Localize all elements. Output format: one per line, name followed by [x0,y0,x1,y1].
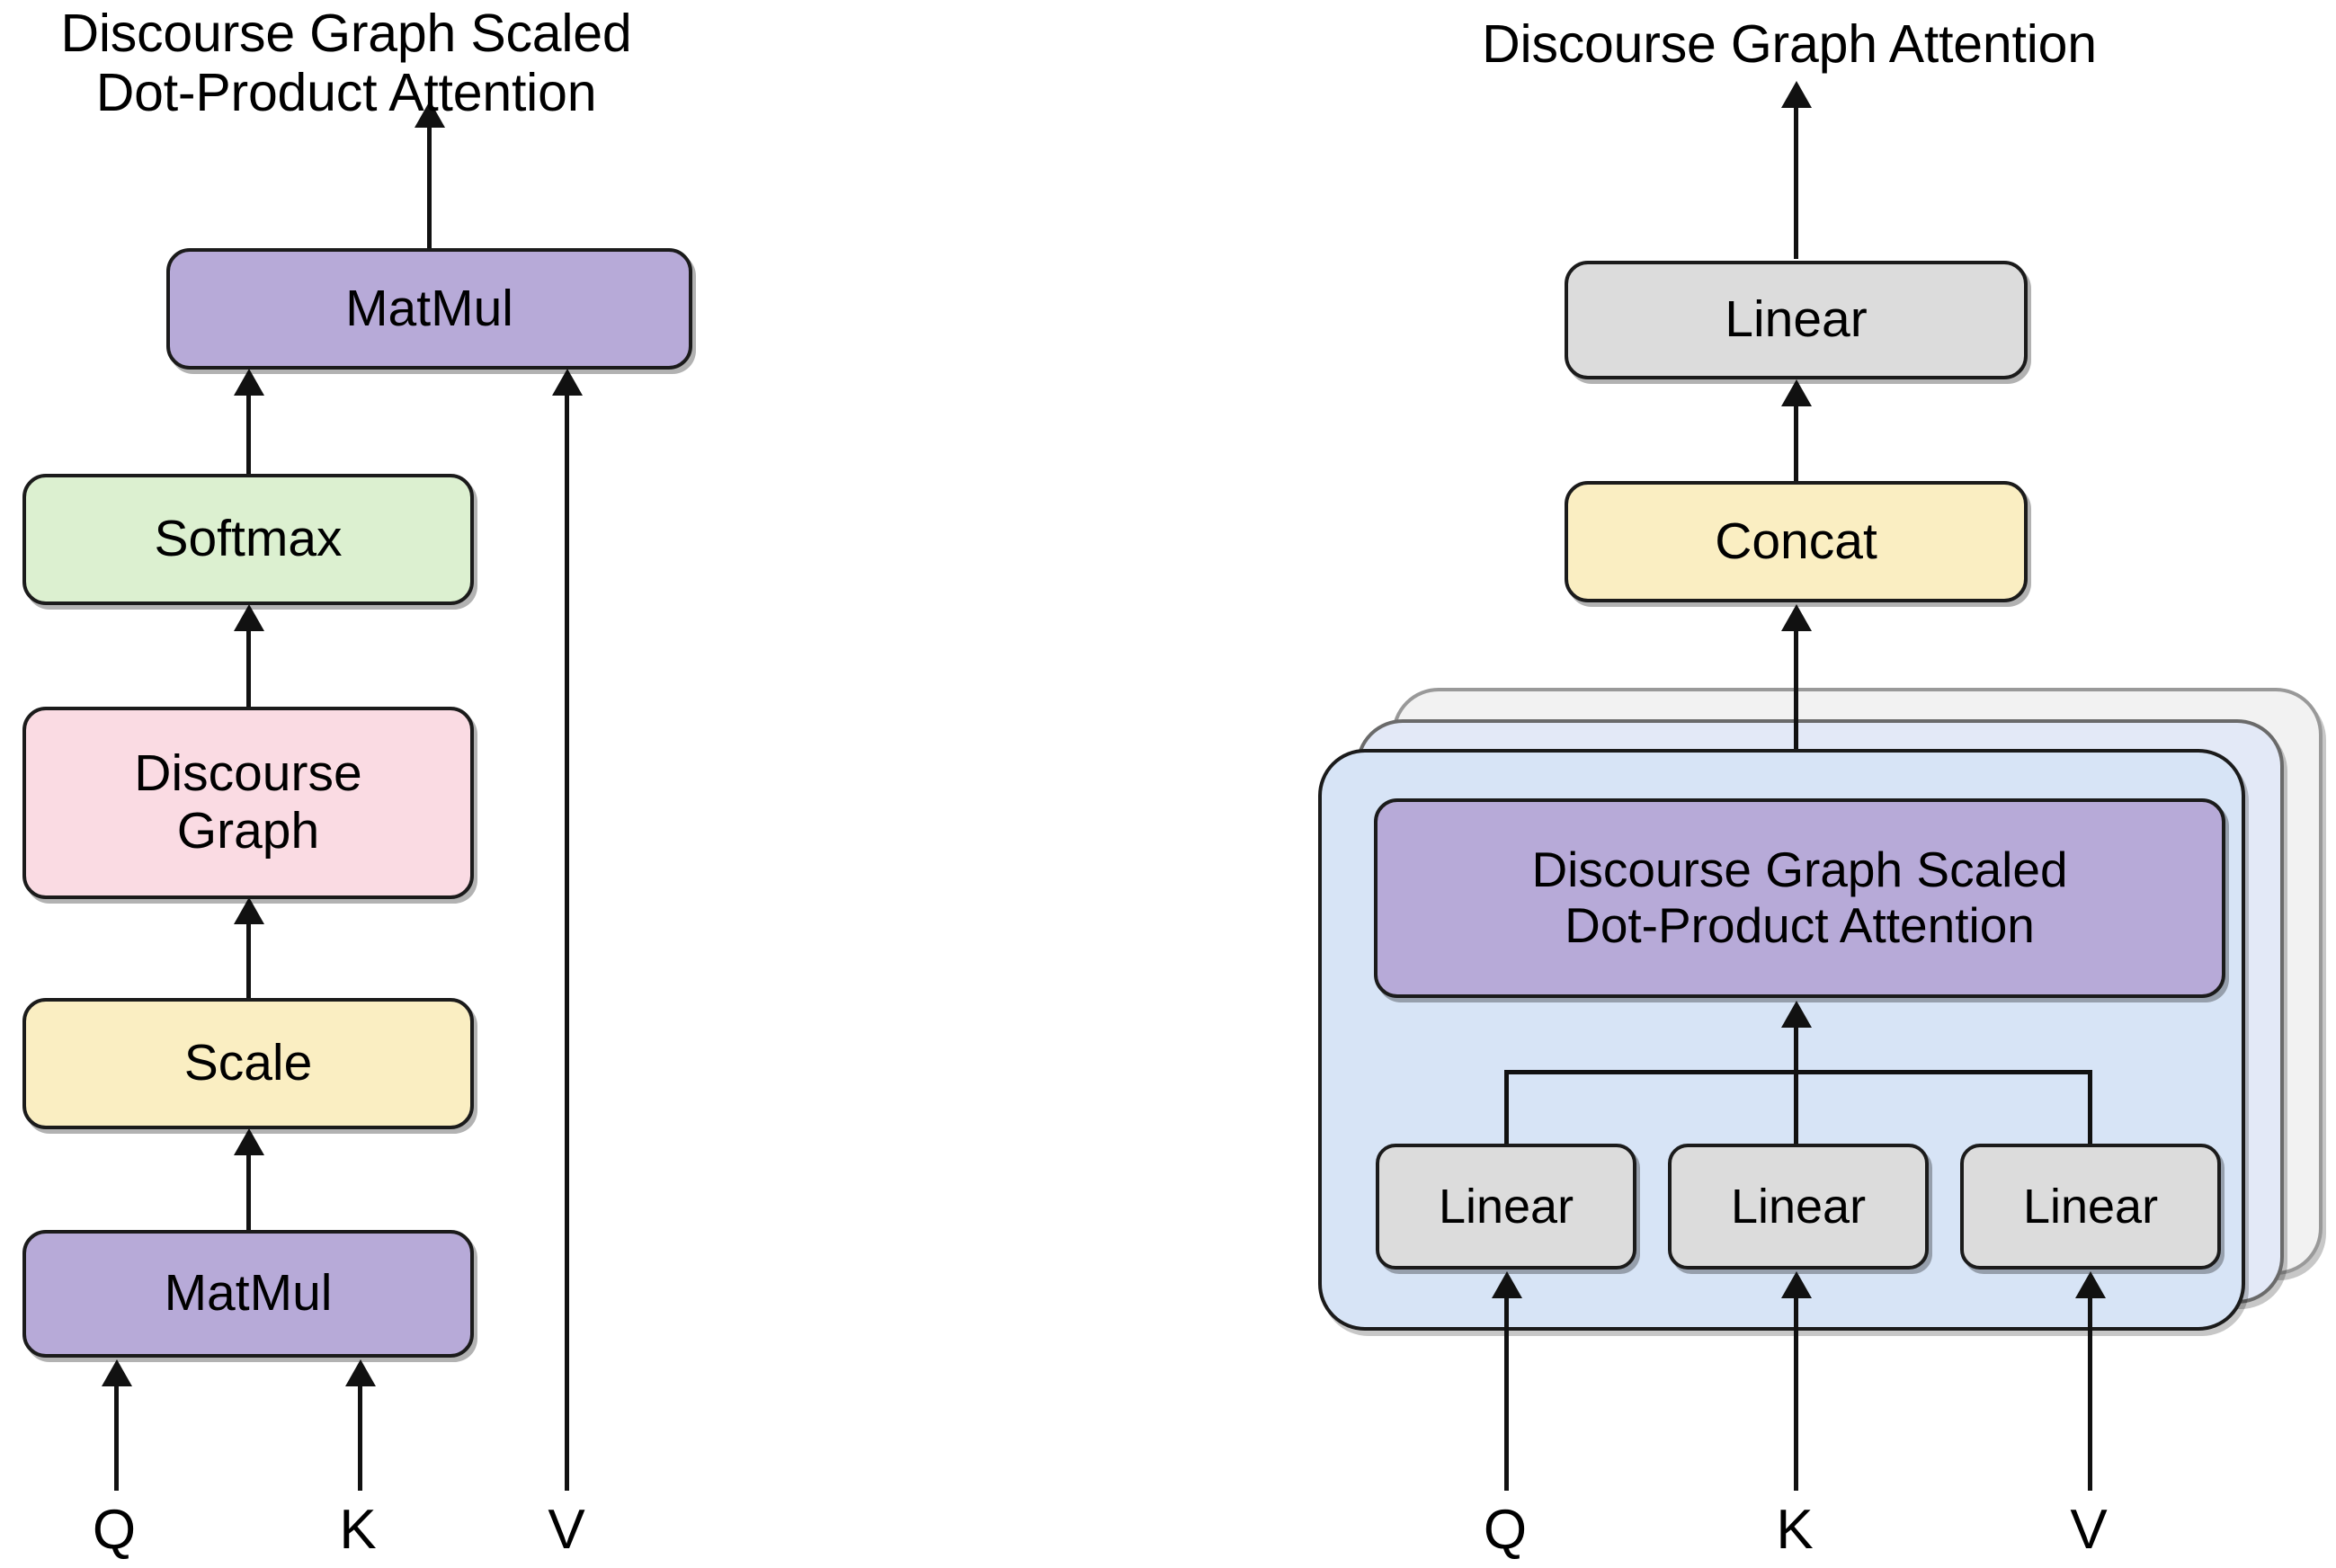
node-left-discourse-graph-label-line-1: Discourse [134,744,362,803]
node-left-scale-label: Scale [183,1034,313,1092]
right-concat-to-linear-arrowhead [1781,379,1812,406]
node-right-linear-top[interactable]: Linear [1565,261,2028,379]
left-v-input-line [565,396,569,1491]
label-right-input-q: Q [1483,1499,1528,1561]
node-right-linear-q[interactable]: Linear [1376,1144,1636,1270]
label-right-input-v: V [2070,1499,2108,1561]
right-attention-to-concat-line [1794,629,1798,800]
node-left-discourse-graph[interactable]: Discourse Graph [22,707,474,899]
right-linear-q-riser [1504,1070,1509,1145]
node-left-matmul-top-label: MatMul [345,279,513,337]
label-right-input-k: K [1776,1499,1814,1561]
right-q-input-arrowhead [1492,1271,1522,1298]
node-left-matmul-bottom[interactable]: MatMul [22,1230,474,1358]
label-left-input-k: K [339,1499,377,1561]
right-linear-v-riser [2088,1070,2092,1145]
label-left-input-v: V [548,1499,585,1561]
left-matmul-to-scale-line [246,1154,251,1233]
node-right-linear-k[interactable]: Linear [1668,1144,1929,1270]
right-concat-to-linear-line [1794,405,1798,486]
left-scale-to-dg-line [246,922,251,1002]
right-k-input-line [1794,1298,1798,1491]
right-v-input-line [2088,1298,2092,1491]
right-v-input-arrowhead [2075,1271,2106,1298]
node-right-attention-block[interactable]: Discourse Graph Scaled Dot-Product Atten… [1374,798,2225,998]
right-linear-k-to-attention-line [1794,1028,1798,1145]
left-k-input-line [358,1386,362,1491]
label-left-input-q: Q [92,1499,137,1561]
right-output-arrowhead [1781,81,1812,108]
left-k-input-arrowhead [345,1359,376,1386]
node-right-linear-q-label: Linear [1438,1179,1574,1234]
right-linear-k-to-attention-arrowhead [1781,1001,1812,1028]
left-q-input-line [114,1386,119,1491]
node-left-discourse-graph-label-line-2: Graph [176,802,320,860]
left-q-input-arrowhead [102,1359,132,1386]
left-output-arrowhead [415,101,445,128]
node-right-linear-v[interactable]: Linear [1960,1144,2221,1270]
left-matmul-to-scale-arrowhead [234,1128,264,1155]
left-scale-to-dg-arrowhead [234,897,264,924]
right-output-line [1794,106,1798,259]
right-linear-connector-bus [1504,1070,2092,1074]
node-right-attention-label-line-2: Dot-Product Attention [1565,897,2035,953]
node-right-concat[interactable]: Concat [1565,481,2028,602]
node-left-softmax-label: Softmax [154,510,343,568]
left-title-line-2: Dot-Product Attention [95,63,597,123]
right-q-input-line [1504,1298,1509,1491]
node-right-linear-v-label: Linear [2022,1179,2159,1234]
node-left-matmul-bottom-label: MatMul [164,1264,333,1323]
left-v-input-arrowhead [552,369,583,396]
node-right-concat-label: Concat [1715,512,1877,570]
right-title-line-1: Discourse Graph Attention [1482,14,2097,74]
left-dg-to-softmax-arrowhead [234,604,264,631]
right-attention-to-concat-arrowhead [1781,604,1812,631]
left-diagram-title: Discourse Graph Scaled Dot-Product Atten… [0,4,692,122]
left-softmax-to-matmul-line [246,394,251,475]
node-right-linear-top-label: Linear [1725,290,1868,349]
right-diagram-title: Discourse Graph Attention [1313,14,2266,74]
node-left-scale[interactable]: Scale [22,998,474,1129]
node-right-attention-label-line-1: Discourse Graph Scaled [1531,842,2068,898]
left-output-line [427,126,432,252]
left-softmax-to-matmul-arrowhead [234,369,264,396]
node-left-softmax[interactable]: Softmax [22,474,474,605]
right-k-input-arrowhead [1781,1271,1812,1298]
node-right-linear-k-label: Linear [1730,1179,1867,1234]
left-dg-to-softmax-line [246,629,251,710]
node-left-matmul-top[interactable]: MatMul [166,248,692,370]
left-title-line-1: Discourse Graph Scaled [60,4,632,63]
